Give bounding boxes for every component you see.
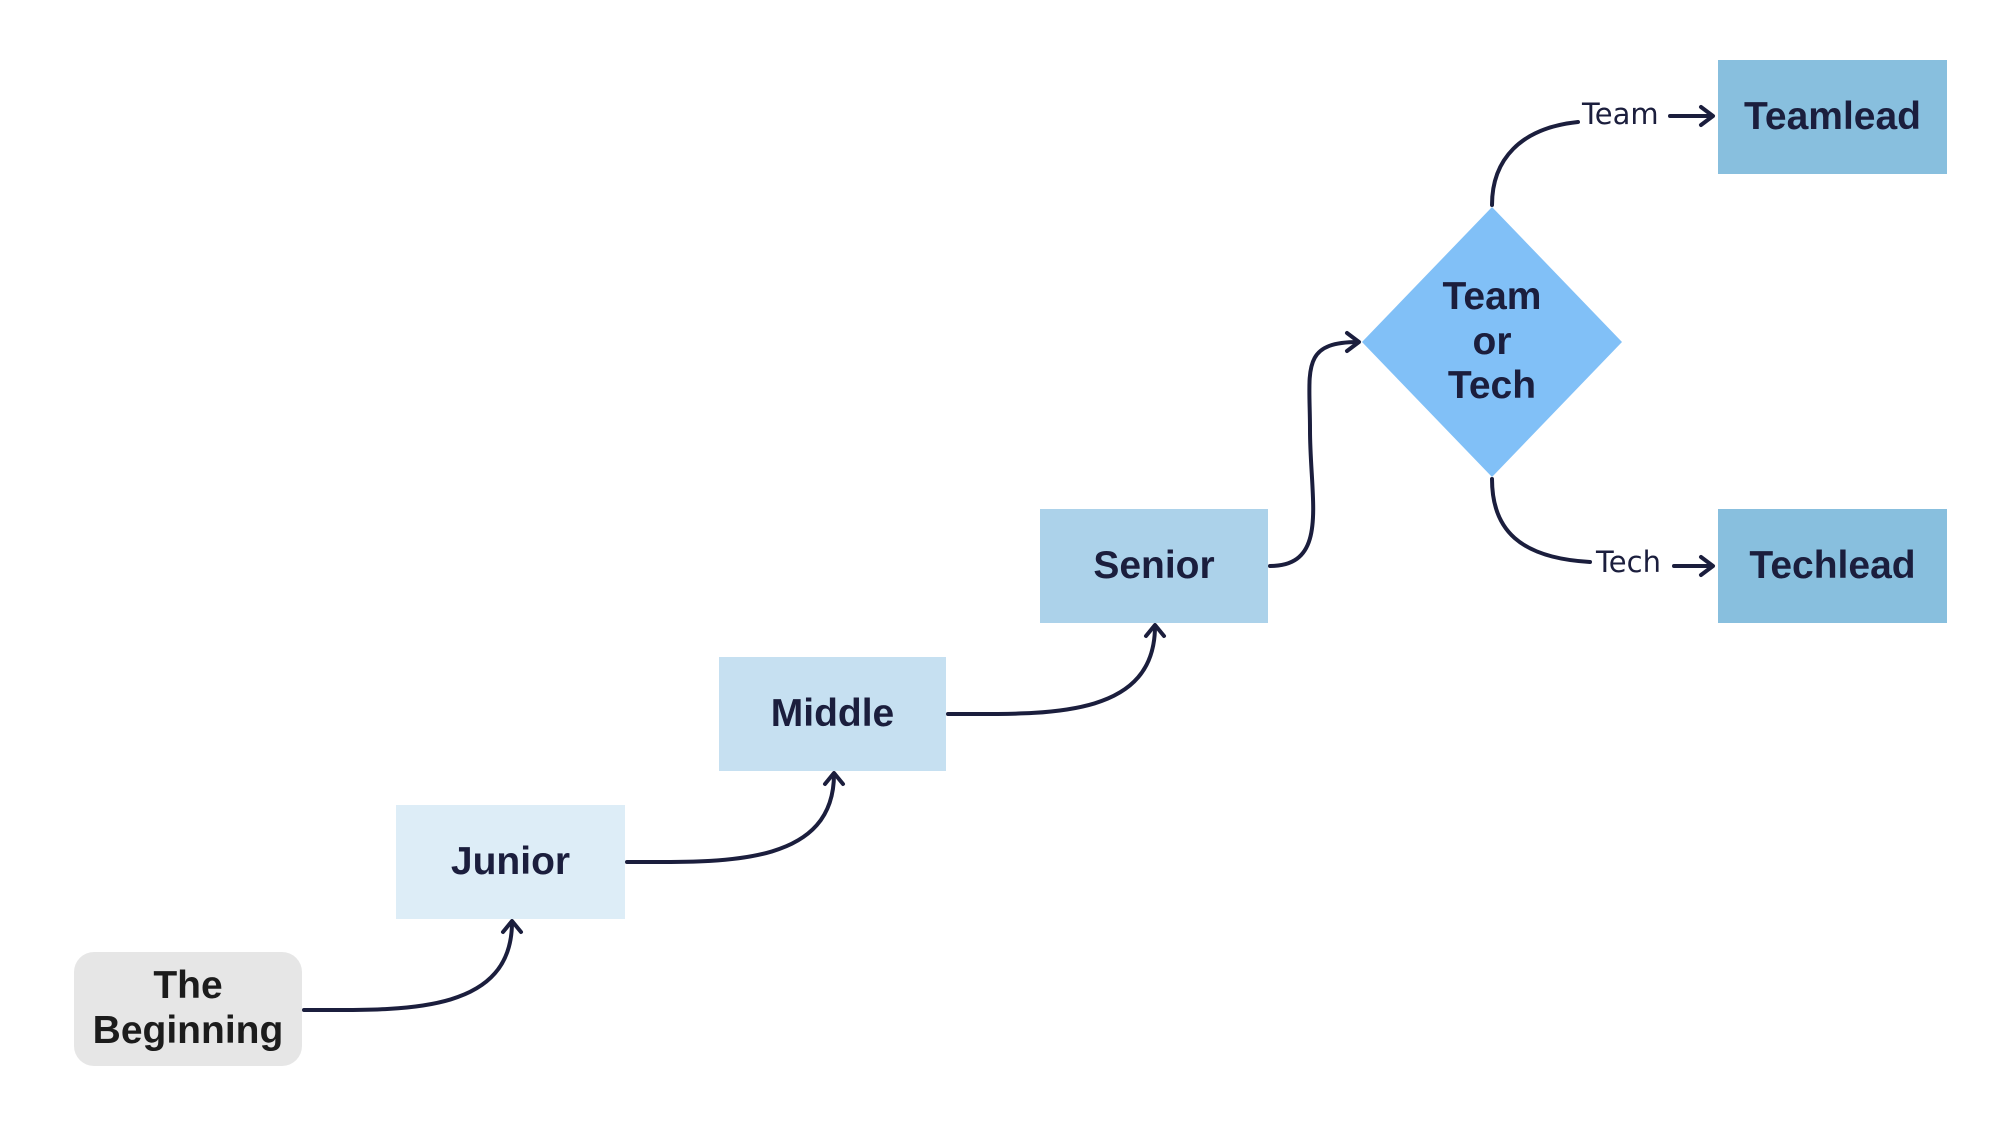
connector-middle-senior — [946, 624, 1157, 717]
node-the-beginning[interactable]: The Beginning — [74, 952, 302, 1066]
arrowhead-middle — [823, 771, 845, 786]
node-middle[interactable]: Middle — [719, 657, 946, 771]
arrowhead-teamlead — [1699, 105, 1715, 127]
node-junior[interactable]: Junior — [396, 805, 625, 919]
edge-label-team: Team — [1580, 97, 1661, 131]
arrowhead-decision — [1345, 331, 1361, 353]
connector-senior-decision — [1268, 340, 1360, 568]
node-middle-label: Middle — [770, 692, 895, 735]
node-junior-label: Junior — [450, 840, 571, 883]
arrowhead-senior — [1144, 623, 1166, 638]
decision-diamond[interactable] — [1362, 207, 1622, 477]
decision-label: Team or Tech — [1362, 262, 1622, 422]
connector-decision-teamlead — [1490, 120, 1580, 207]
node-the-beginning-line2: Beginning — [92, 1009, 284, 1052]
node-techlead[interactable]: Techlead — [1718, 509, 1947, 623]
arrowhead-junior — [501, 919, 523, 934]
node-senior[interactable]: Senior — [1040, 509, 1268, 623]
node-teamlead[interactable]: Teamlead — [1718, 60, 1947, 174]
connector-start-junior — [302, 920, 514, 1013]
connector-junior-middle — [625, 772, 836, 865]
node-senior-label: Senior — [1093, 544, 1215, 587]
connector-decision-techlead — [1490, 477, 1592, 564]
decision-label-line3: Tech — [1447, 364, 1537, 408]
node-teamlead-label: Teamlead — [1743, 95, 1922, 138]
node-the-beginning-line1: The — [153, 964, 223, 1008]
decision-label-line2: or — [1472, 319, 1512, 363]
edge-label-tech: Tech — [1594, 545, 1663, 579]
node-techlead-label: Techlead — [1749, 544, 1916, 587]
decision-label-line1: Team — [1442, 274, 1542, 318]
arrowhead-techlead — [1699, 555, 1715, 577]
